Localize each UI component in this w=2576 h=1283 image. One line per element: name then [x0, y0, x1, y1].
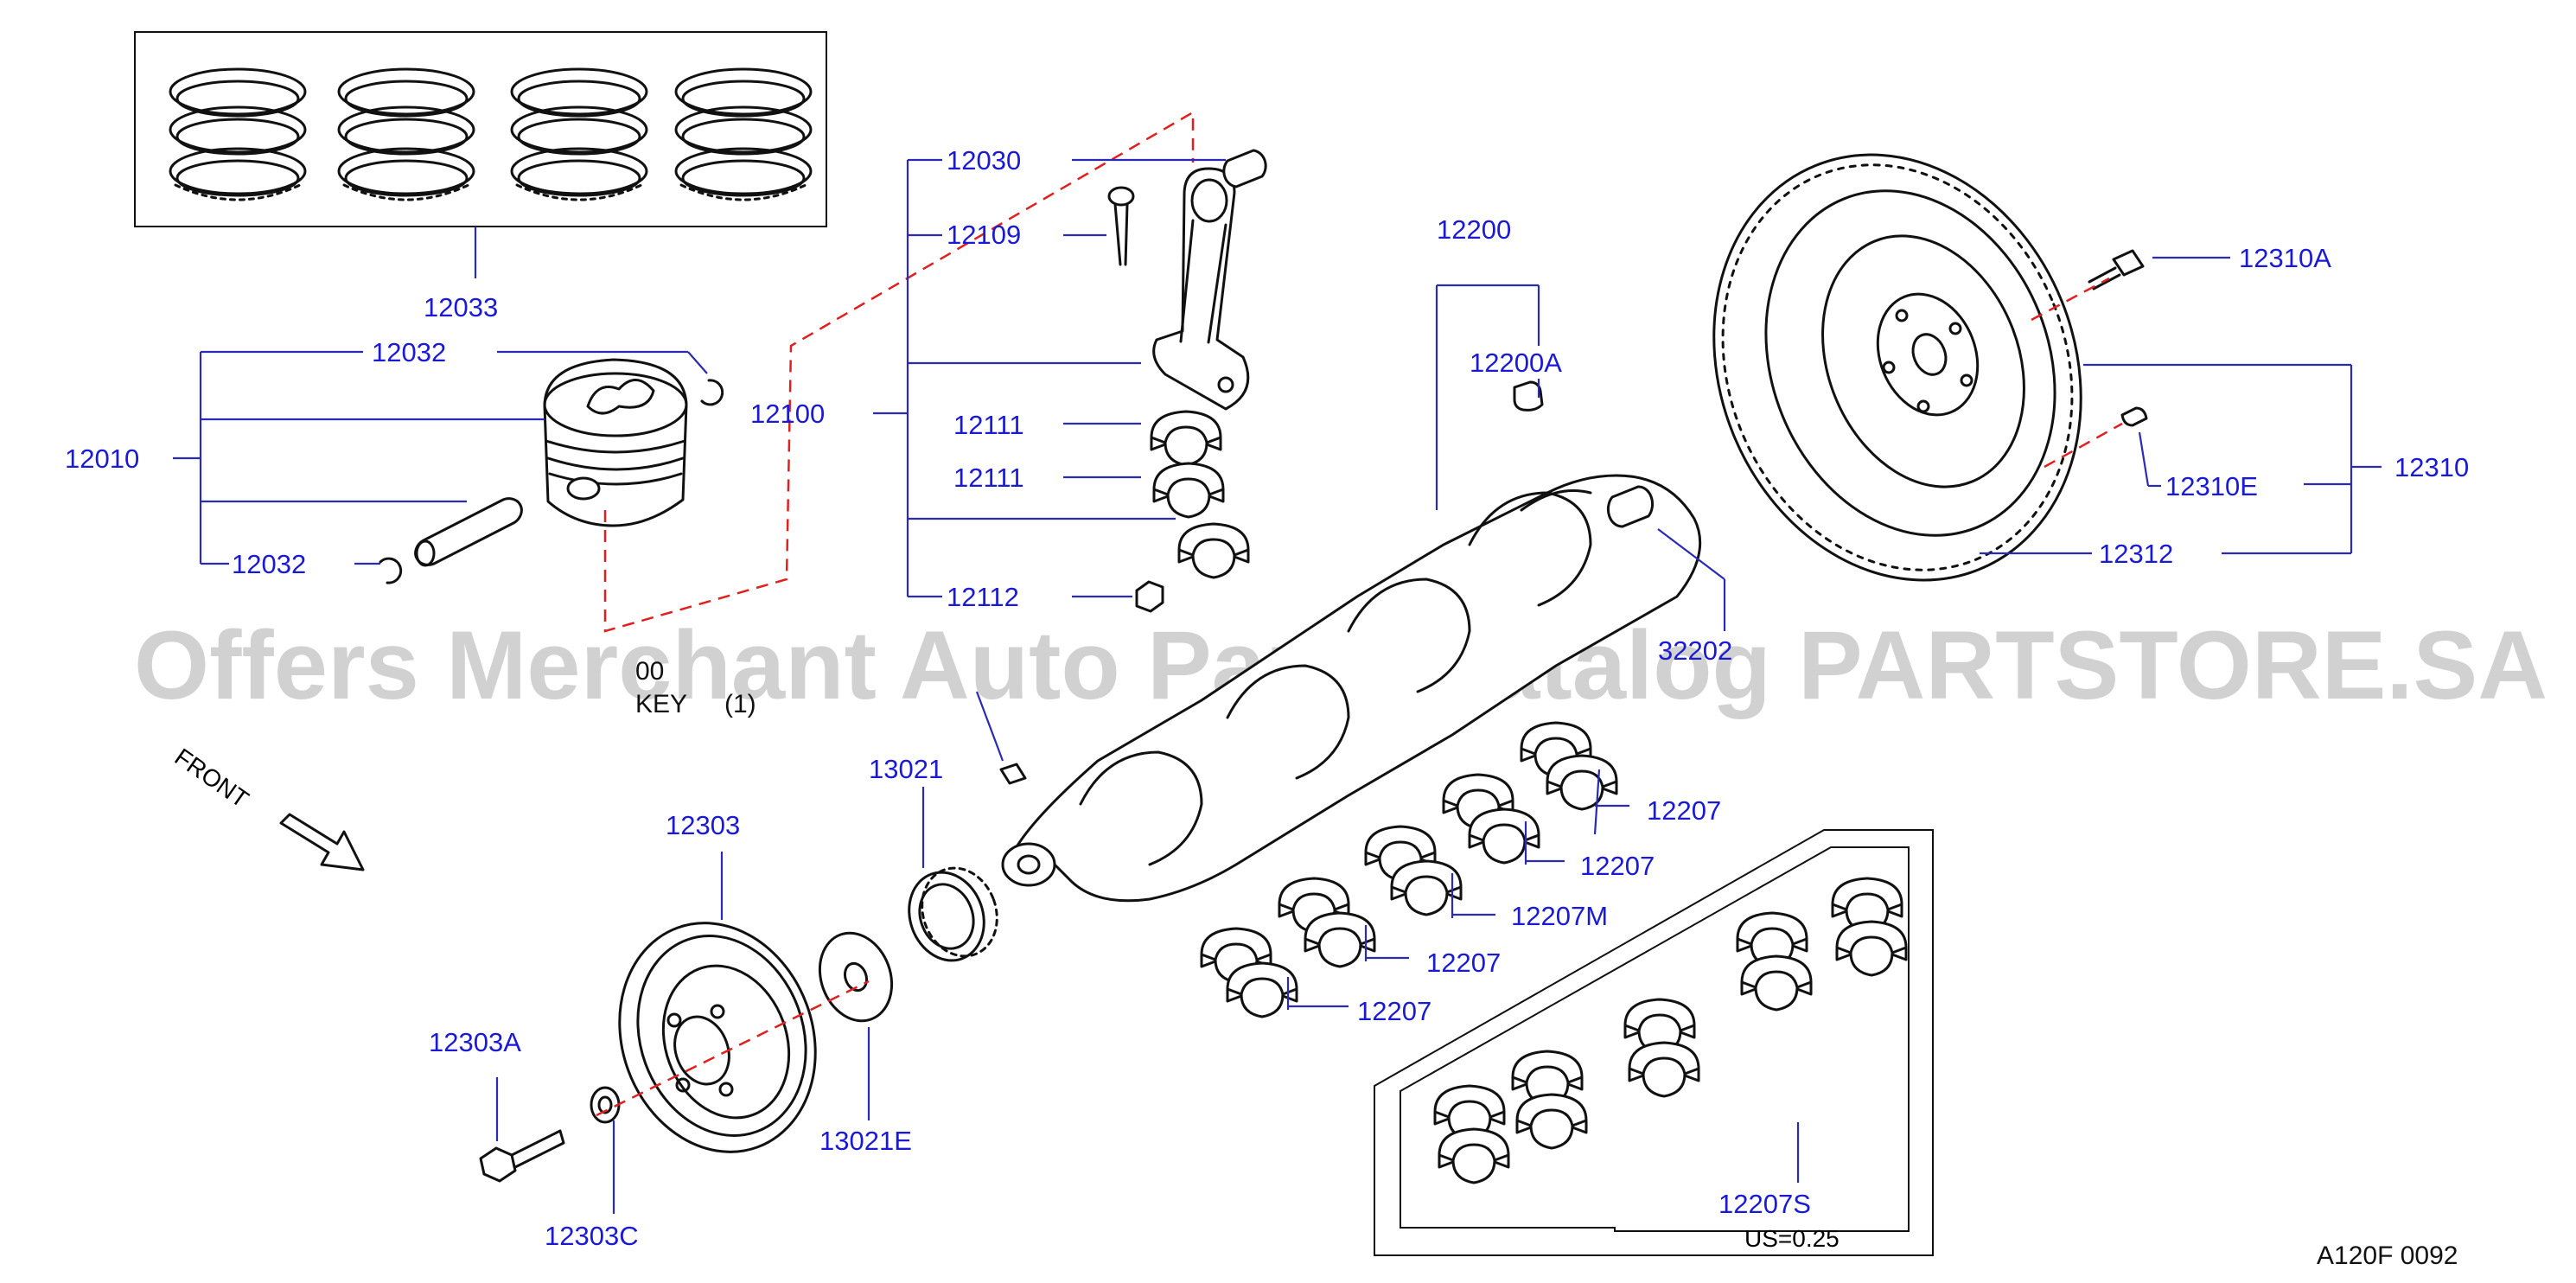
- label-12303A[interactable]: 12303A: [429, 1027, 521, 1057]
- crankshaft: [975, 284, 1726, 903]
- label-12109[interactable]: 12109: [947, 220, 1021, 250]
- label-12207M[interactable]: 12207M: [1511, 901, 1608, 931]
- label-12200[interactable]: 12200: [1437, 214, 1511, 245]
- front-label: FRONT: [170, 744, 254, 814]
- label-13021E[interactable]: 13021E: [819, 1126, 912, 1156]
- key-quantity: (1): [724, 690, 756, 718]
- label-12312[interactable]: 12312: [2099, 539, 2173, 569]
- label-12310[interactable]: 12310: [2394, 452, 2469, 482]
- label-12100[interactable]: 12100: [750, 399, 825, 429]
- label-12010[interactable]: 12010: [65, 444, 139, 474]
- label-12032-top[interactable]: 12032: [372, 337, 446, 367]
- diagram-code: A120F 0092: [2317, 1242, 2458, 1270]
- label-12030[interactable]: 12030: [947, 145, 1021, 176]
- label-12207-b[interactable]: 12207: [1580, 851, 1655, 881]
- label-12112[interactable]: 12112: [947, 582, 1019, 612]
- connecting-rod-assembly: [873, 149, 1267, 613]
- label-12207-c[interactable]: 12207: [1426, 948, 1501, 978]
- front-indicator: FRONT: [170, 744, 365, 871]
- label-12207-a[interactable]: 12207: [1647, 795, 1721, 826]
- label-12207S[interactable]: 12207S: [1718, 1189, 1811, 1219]
- piston-ring-set: [134, 31, 827, 278]
- label-12111-a[interactable]: 12111: [953, 410, 1024, 440]
- label-12303C[interactable]: 12303C: [545, 1221, 639, 1251]
- label-12303[interactable]: 12303: [666, 810, 740, 840]
- label-12033[interactable]: 12033: [424, 292, 498, 322]
- label-32202[interactable]: 32202: [1658, 635, 1732, 666]
- key-label: KEY: [635, 690, 687, 718]
- label-12200A[interactable]: 12200A: [1470, 348, 1562, 378]
- piston-assembly: [173, 110, 1195, 633]
- label-13021[interactable]: 13021: [869, 754, 943, 784]
- label-12310E[interactable]: 12310E: [2165, 471, 2258, 501]
- flywheel: [1712, 153, 2382, 582]
- label-12111-b[interactable]: 12111: [953, 463, 1024, 493]
- label-12207-d[interactable]: 12207: [1357, 996, 1431, 1026]
- label-12032-bottom[interactable]: 12032: [232, 549, 306, 579]
- key-part-number: 00: [635, 657, 664, 686]
- main-bearings: [1200, 721, 1934, 1256]
- crank-pulley-group: [479, 787, 998, 1214]
- label-12310A[interactable]: 12310A: [2239, 243, 2331, 273]
- undersize-note: US=0.25: [1744, 1225, 1840, 1252]
